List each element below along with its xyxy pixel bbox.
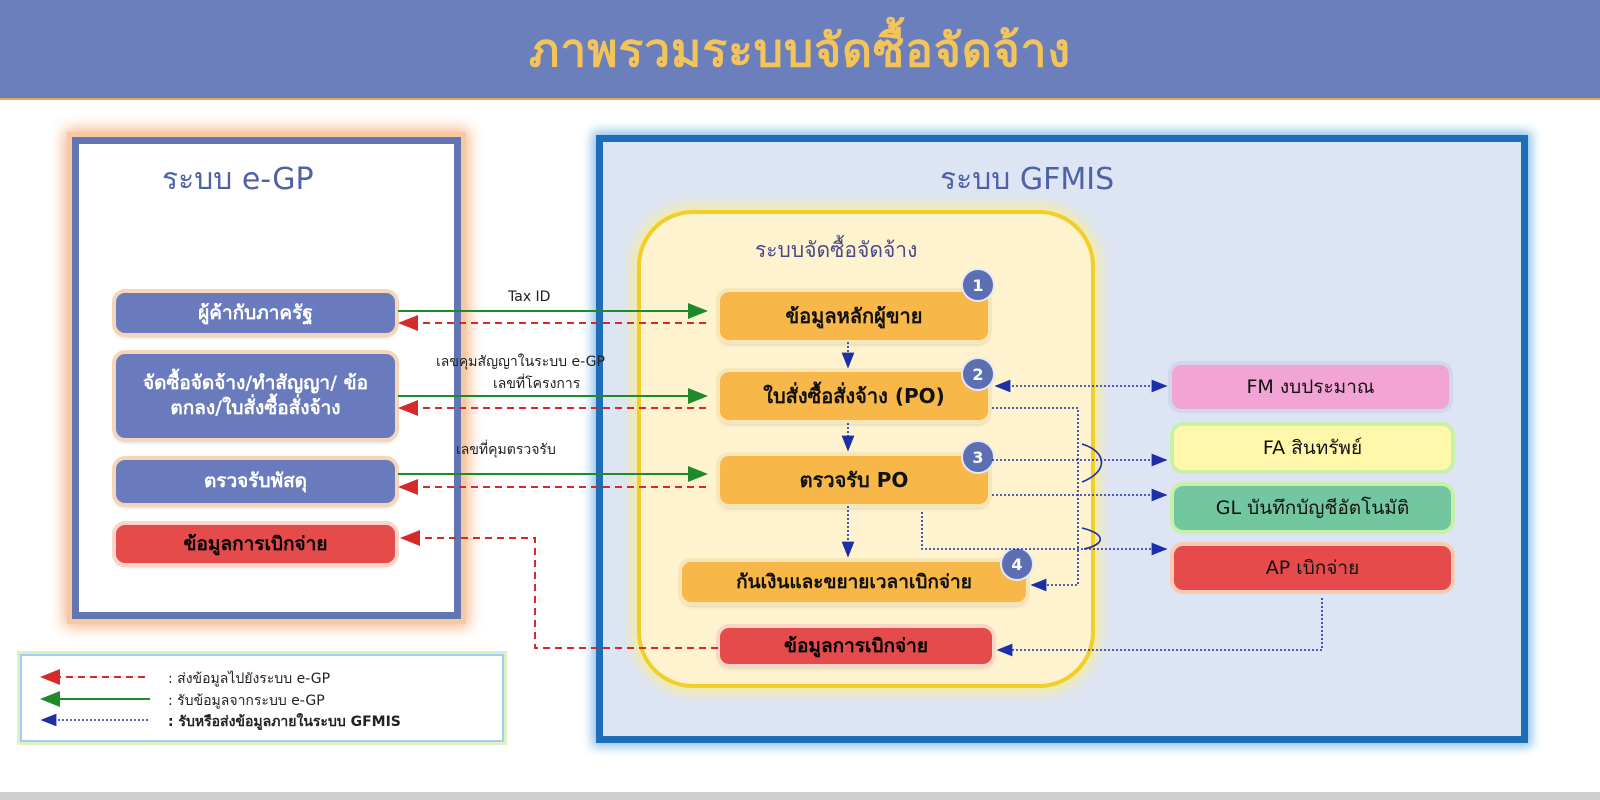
- egp-box-supplier: ผู้ค้ากับภาครัฐ: [116, 293, 395, 333]
- gfmis-payment-data: ข้อมูลการเบิกจ่าย: [720, 628, 992, 664]
- procurement-subsystem-title: ระบบจัดซื้อจัดจ้าง: [755, 238, 918, 262]
- module-ap-payment: AP เบิกจ่าย: [1174, 546, 1451, 590]
- bottom-bar: [0, 792, 1600, 800]
- header-bar: ภาพรวมระบบจัดซื้อจัดจ้าง: [0, 0, 1600, 100]
- gfmis-title: ระบบ GFMIS: [940, 162, 1115, 197]
- legend-item-internal: : รับหรือส่งข้อมูลภายในระบบ GFMIS: [168, 714, 401, 730]
- step-badge-3: 3: [961, 440, 995, 474]
- step-budget-reserve: กันเงินและขยายเวลาเบิกจ่าย: [682, 562, 1026, 602]
- egp-box-procurement: จัดซื้อจัดจ้าง/ทำสัญญา/ ข้อตกลง/ใบสั่งซื…: [116, 354, 395, 438]
- flow-label-project-number: เลขที่โครงการ: [493, 376, 581, 392]
- egp-box-payment-data: ข้อมูลการเบิกจ่าย: [116, 525, 395, 563]
- flow-label-contract-number: เลขคุมสัญญาในระบบ e-GP: [436, 354, 605, 370]
- legend-item-receive: : รับข้อมูลจากระบบ e-GP: [168, 693, 325, 709]
- step-badge-1: 1: [961, 268, 995, 302]
- flow-label-tax-id: Tax ID: [508, 289, 551, 305]
- blue-arrows: [841, 342, 1323, 657]
- flow-label-inspection-number: เลขที่คุมตรวจรับ: [456, 442, 556, 458]
- red-arrows: [398, 315, 718, 649]
- green-arrows: [398, 303, 708, 482]
- module-fm-budget: FM งบประมาณ: [1172, 365, 1449, 409]
- page-title: ภาพรวมระบบจัดซื้อจัดจ้าง: [529, 23, 1071, 77]
- legend-item-send: : ส่งข้อมูลไปยังระบบ e-GP: [168, 671, 331, 687]
- module-fa-assets: FA สินทรัพย์: [1174, 426, 1451, 470]
- step-purchase-order: ใบสั่งซื้อสั่งจ้าง (PO): [720, 372, 988, 420]
- module-gl-accounting: GL บันทึกบัญชีอัตโนมัติ: [1174, 486, 1451, 530]
- step-po-inspection: ตรวจรับ PO: [720, 456, 988, 504]
- egp-box-inspection: ตรวจรับพัสดุ: [116, 460, 395, 503]
- step-badge-4: 4: [1000, 547, 1034, 581]
- egp-title: ระบบ e-GP: [162, 162, 314, 197]
- step-vendor-master: ข้อมูลหลักผู้ขาย: [720, 292, 988, 340]
- step-badge-2: 2: [961, 357, 995, 391]
